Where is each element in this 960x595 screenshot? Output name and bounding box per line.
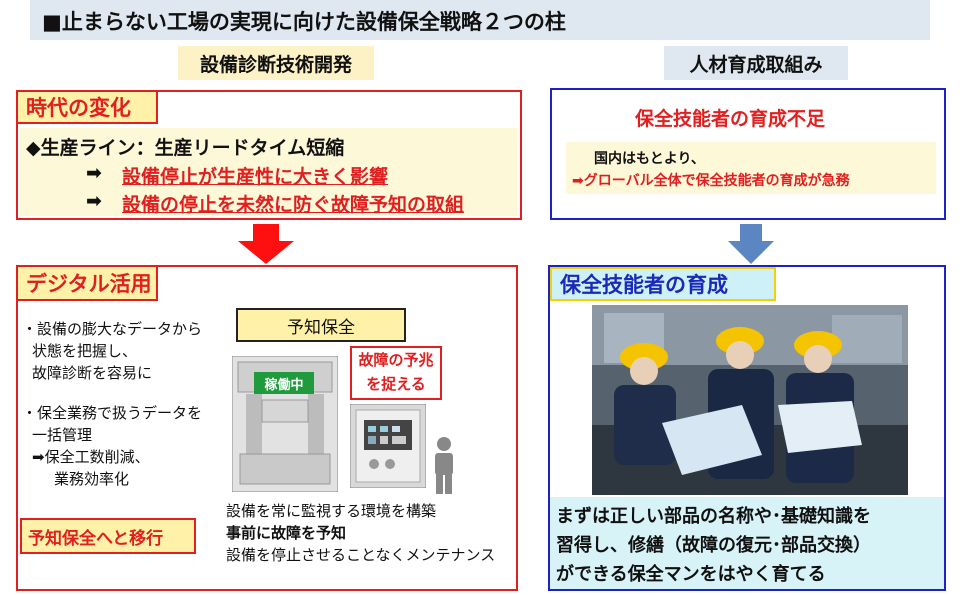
arrow-icon: ➡ bbox=[86, 162, 102, 184]
down-arrow-icon bbox=[728, 224, 774, 264]
bullet-line: 一括管理 bbox=[32, 426, 93, 444]
predictive-maintenance-transition-tag: 予知保全へと移行 bbox=[20, 518, 196, 554]
training-text-band bbox=[550, 497, 944, 589]
omen-line: を捉える bbox=[366, 375, 426, 393]
page-title: ■止まらない工場の実現に向けた設備保全戦略２つの柱 bbox=[42, 10, 566, 34]
press-machine-icon bbox=[232, 356, 338, 492]
skill-shortage-global: ➡グローバル全体で保全技能者の育成が急務 bbox=[572, 173, 850, 189]
skill-shortage-band bbox=[566, 142, 936, 194]
training-line: 習得し、修繕（故障の復元･部品交換） bbox=[556, 535, 871, 556]
era-change-line-impact: 設備停止が生産性に大きく影響 bbox=[122, 166, 389, 188]
control-panel-icon bbox=[350, 404, 426, 488]
bullet-line: ・保全業務で扱うデータを bbox=[22, 404, 203, 422]
era-change-line-prediction: 設備の停止を未然に防ぐ故障予知の取組 bbox=[122, 194, 465, 216]
caption-maintenance: 設備を停止させることなくメンテナンス bbox=[226, 546, 496, 564]
failure-omen-callout: 故障の予兆 を捉える bbox=[350, 346, 442, 400]
bullet-line: ・設備の膨大なデータから bbox=[22, 320, 203, 338]
omen-line: 故障の予兆 bbox=[358, 351, 434, 369]
bullet-line: 故障診断を容易に bbox=[32, 364, 153, 382]
training-line: ができる保全マンをはやく育てる bbox=[556, 564, 826, 585]
era-change-tag: 時代の変化 bbox=[16, 90, 158, 124]
digital-bullet-data: ・設備の膨大なデータから 状態を把握し、 故障診断を容易に bbox=[22, 318, 202, 384]
skill-shortage-title: 保全技能者の育成不足 bbox=[634, 108, 825, 130]
running-status-badge: 稼働中 bbox=[254, 372, 314, 394]
training-line: まずは正しい部品の名称や･基礎知識を bbox=[556, 506, 871, 527]
skill-shortage-domestic: 国内はもとより、 bbox=[594, 151, 705, 167]
title-bar bbox=[30, 0, 930, 40]
era-change-line-production: ◆生産ライン：生産リードタイム短縮 bbox=[26, 137, 345, 159]
era-change-band bbox=[20, 128, 518, 216]
workers-photo bbox=[592, 305, 908, 495]
skill-training-tag: 保全技能者の育成 bbox=[550, 267, 776, 301]
section-label-human-resources: 人材育成取組み bbox=[664, 46, 848, 80]
digital-bullet-management: ・保全業務で扱うデータを 一括管理 ➡保全工数削減、 業務効率化 bbox=[22, 402, 202, 490]
caption-monitoring: 設備を常に監視する環境を構築 bbox=[226, 502, 437, 520]
predictive-maintenance-label: 予知保全 bbox=[236, 308, 406, 342]
down-arrow-icon bbox=[238, 224, 294, 264]
caption-predict: 事前に故障を予知 bbox=[226, 524, 347, 542]
arrow-icon: ➡ bbox=[86, 190, 102, 212]
digital-tag: デジタル活用 bbox=[16, 265, 158, 301]
bullet-line: 状態を把握し、 bbox=[32, 342, 138, 360]
bullet-line: 業務効率化 bbox=[54, 470, 130, 488]
training-description: まずは正しい部品の名称や･基礎知識を 習得し、修繕（故障の復元･部品交換） がで… bbox=[556, 502, 871, 589]
section-label-equipment-diagnosis: 設備診断技術開発 bbox=[178, 46, 374, 80]
bullet-line: ➡保全工数削減、 bbox=[32, 448, 150, 466]
worker-icon bbox=[435, 437, 453, 494]
